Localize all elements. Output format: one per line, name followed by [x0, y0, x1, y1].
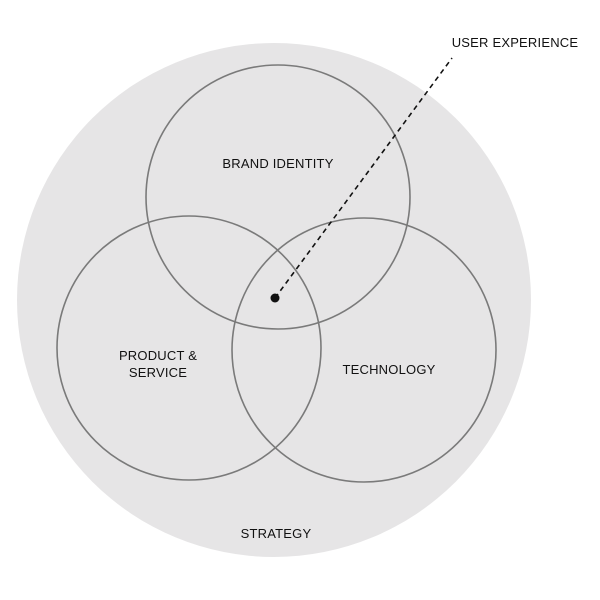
user-experience-pointer-dot: [270, 293, 280, 303]
technology-label: TECHNOLOGY: [342, 362, 435, 377]
brand-identity-label: BRAND IDENTITY: [222, 156, 333, 171]
user-experience-label: USER EXPERIENCE: [452, 35, 579, 50]
user-experience-pointer-line: [274, 57, 453, 299]
product-service-label-line2: SERVICE: [129, 365, 187, 380]
product-service-circle: [56, 215, 322, 481]
product-service-label-line1: PRODUCT &: [119, 348, 197, 363]
brand-identity-circle: [145, 64, 411, 330]
technology-circle: [231, 217, 497, 483]
strategy-label: STRATEGY: [241, 526, 312, 541]
